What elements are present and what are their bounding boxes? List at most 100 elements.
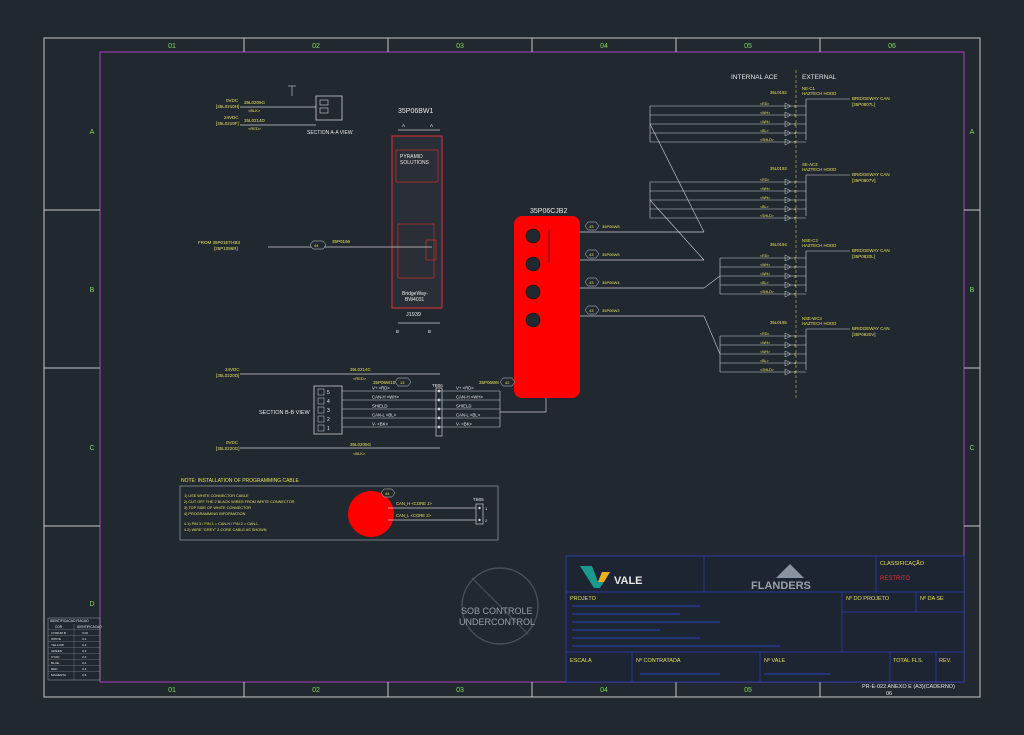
ext-wire-number: 3 — [794, 353, 796, 357]
ext-wire-number: 5 — [794, 217, 796, 221]
ext-wire-color: <WH> — [760, 272, 770, 276]
bb-bot-wire: 35L0205G — [350, 442, 372, 447]
ext-destination-2: [35P0820L] — [852, 254, 875, 259]
jb-cable-id: 35P06W8 — [602, 224, 620, 229]
zone-col-label: 01 — [168, 43, 176, 50]
ext-terminal-marker — [784, 214, 792, 222]
bridgeway-gateway: 35P06BW1 A A PYRAMID SOLUTIONS BridgeWay… — [391, 108, 443, 334]
ext-destination-2: [35P0807L] — [852, 102, 875, 107]
legend-color-code: 0.6 — [82, 673, 87, 677]
tb-classificacao-value: RESTRITO — [880, 576, 911, 582]
ext-wire-color: <WH> — [760, 196, 770, 200]
jb-gland — [525, 256, 541, 272]
ext-wire-color: <BL> — [760, 205, 769, 209]
zone-col-label: 02 — [312, 43, 320, 50]
ext-location-2: HAZTECH HOOD — [802, 321, 836, 326]
bb-terminal-dot — [437, 425, 441, 429]
ext-wire-number: 2 — [794, 266, 796, 270]
zone-col-label: 05 — [744, 43, 752, 50]
legend-color-code: 0.2 — [82, 649, 87, 653]
bb-cable: 35P06W10 — [373, 380, 396, 385]
wire-color-legend: IDENTIFICACAO FIACAO COR IDENTIFICACAO C… — [47, 617, 102, 681]
ext-wire-number: 3 — [794, 123, 796, 127]
note-line: 2) CUT OFF THE 2 BLACK WIRES FROM WHITE … — [184, 500, 295, 504]
bb-terminal-number: 5 — [327, 390, 330, 396]
stamp-line-2: UNDERCONTROL — [459, 617, 535, 627]
note-line: 4.1) PIN 3 / PIN 1 = CAN-H / PIN 2 = CAN… — [184, 522, 258, 526]
note-line: 3) TOP SIDE OF WHITE CONNECTOR — [184, 506, 251, 510]
jb-cable-badge: 43 — [589, 308, 594, 313]
tb-total-fls: TOTAL FLS. — [893, 658, 924, 664]
from-line-1: FROM 35P01ETHB3 — [198, 240, 241, 245]
jb-cable-id: 35P06W2 — [602, 308, 620, 313]
aa-voltage-1: 0VDC — [226, 98, 239, 103]
ext-wire-color: <WH> — [760, 341, 770, 345]
ext-terminal-marker — [784, 120, 792, 128]
ext-terminal-marker — [784, 332, 792, 340]
ext-wire-number: 4 — [794, 362, 796, 366]
ext-wire-number: 2 — [794, 114, 796, 118]
ext-wire-color: <BL> — [760, 281, 769, 285]
gateway-section-bottom-left: B — [396, 329, 399, 334]
note-badge: 44 — [385, 491, 390, 496]
gateway-port: J1939 — [406, 312, 421, 318]
zone-row-label: B — [90, 287, 95, 294]
bb-bot-color: <BLK> — [353, 451, 366, 456]
jb-cable-id: 35P06W4 — [602, 280, 620, 285]
ext-wire-color: <WH> — [760, 350, 770, 354]
jb-gland — [525, 228, 541, 244]
ext-location-1: NE-C1 — [802, 86, 816, 91]
gateway-brand-1: PYRAMID — [400, 154, 423, 160]
zone-dividers — [44, 38, 980, 697]
ext-terminal-marker — [784, 368, 792, 376]
tb-escala: ESCALA — [570, 658, 592, 664]
legend-color-code: 0.02 — [82, 631, 88, 635]
bb-cable-badge: 13 — [400, 380, 405, 385]
bb-row-right-label: SHIELD — [456, 404, 472, 409]
legend-color-name: YELLOW — [51, 643, 64, 647]
bb-row-right-label: CAN-H <WH> — [456, 395, 483, 400]
note-line: 4.2) WIRE "GREY" 2-CORE CABLE AS SHOWN — [184, 528, 267, 532]
tb-projeto: PROJETO — [570, 596, 597, 602]
ext-wire-number: 1 — [794, 257, 796, 261]
note-title: NOTE: INSTALLATION OF PROGRAMMING CABLE — [181, 478, 300, 484]
jb-cables: 43 35P06W8 43 35P06W6 43 35P06W4 43 35P0… — [580, 221, 704, 317]
bb-tb-label: TB06 — [432, 383, 443, 388]
bb-row-left-label: CAN-L <BL> — [372, 413, 397, 418]
from-line-2: [35P1096R] — [214, 246, 238, 251]
ext-destination-2: [35P0820V] — [852, 332, 876, 337]
ext-terminal-marker — [784, 102, 792, 110]
bb-cable2: 35P06W8 — [479, 380, 499, 385]
programming-cable-note: NOTE: INSTALLATION OF PROGRAMMING CABLE … — [179, 478, 499, 541]
ext-wire-color: <WH> — [760, 111, 770, 115]
zone-col-label: 03 — [456, 687, 464, 694]
ext-wire-color: <SHLD> — [760, 214, 774, 218]
ext-destination-1: BRIDGEWAY CAN — [852, 326, 890, 331]
legend-color-code: 0.4 — [82, 667, 87, 671]
note-line: 4) PROGRAMMING INFORMATION — [184, 512, 246, 516]
ext-terminal-marker — [784, 196, 792, 204]
gateway-model-2: BW4031 — [405, 297, 424, 303]
legend-color-name: MAGENTA — [51, 673, 67, 677]
bb-top-wire: 35L0214C — [350, 367, 372, 372]
ext-location-1: NSE-C3 — [802, 238, 818, 243]
junction-box-tag: 35P06CJB2 — [530, 208, 567, 215]
aa-voltage-2: 24VDC — [224, 115, 239, 120]
ext-wire-number: 5 — [794, 141, 796, 145]
tb-classificacao: CLASSIFICAÇÃO — [880, 560, 925, 567]
bb-top-voltage: 24VDC — [225, 367, 240, 372]
legend-color-name: GREEN — [51, 649, 62, 653]
ext-terminal-label: 35L0195 — [770, 320, 787, 325]
ext-wire-number: 4 — [794, 284, 796, 288]
gateway-section-top-left: A — [402, 123, 405, 128]
jb-cable-badge: 43 — [589, 252, 594, 257]
ext-destination-1: BRIDGEWAY CAN — [852, 96, 890, 101]
zone-col-label: 02 — [312, 687, 320, 694]
legend-color-name: CYAN — [51, 655, 59, 659]
ext-terminal-marker — [784, 272, 792, 280]
ext-wire-color: <WH> — [760, 187, 770, 191]
zone-row-label: D — [89, 601, 94, 608]
legend-color-code: 0.3 — [82, 655, 87, 659]
